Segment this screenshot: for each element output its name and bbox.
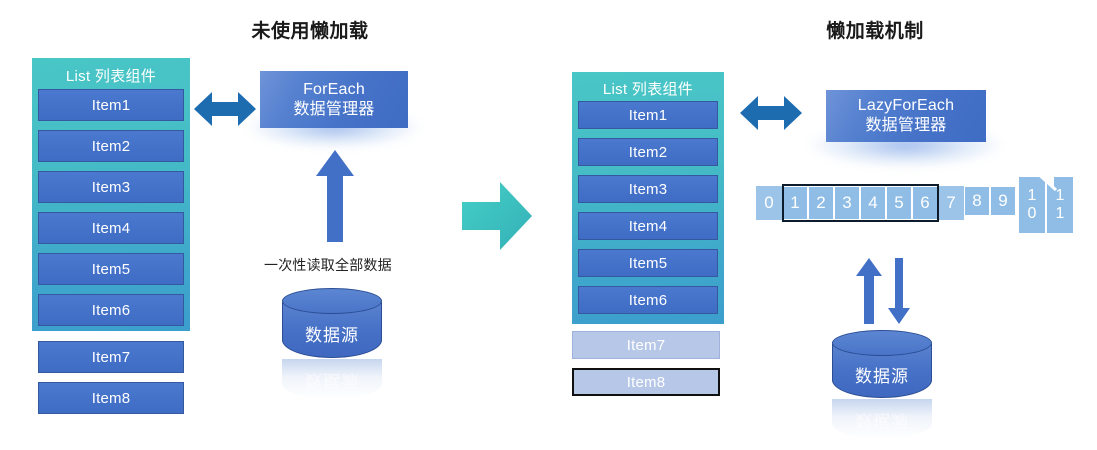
list-item-pending[interactable]: Item7 xyxy=(572,331,720,359)
list-item[interactable]: Item6 xyxy=(578,286,718,314)
list-item[interactable]: Item1 xyxy=(578,101,718,129)
foreach-manager-line2: 数据管理器 xyxy=(293,100,375,118)
index-cell[interactable]: 9 xyxy=(990,186,1016,216)
list-item[interactable]: Item7 xyxy=(38,341,184,373)
up-arrow-icon xyxy=(856,258,882,324)
list-item[interactable]: Item8 xyxy=(38,382,184,414)
list-item[interactable]: Item1 xyxy=(38,89,184,121)
list-item[interactable]: Item2 xyxy=(578,138,718,166)
list-item-pending[interactable]: Item8 xyxy=(572,368,720,396)
index-cell[interactable]: 8 xyxy=(964,186,990,216)
list-item[interactable]: Item4 xyxy=(578,212,718,240)
list-item[interactable]: Item4 xyxy=(38,212,184,244)
double-headed-horizontal-arrow-icon xyxy=(740,92,802,134)
cylinder-reflection-label: 数据源 xyxy=(855,411,909,430)
cylinder-top xyxy=(282,288,382,314)
foreach-manager[interactable]: ForEach 数据管理器 xyxy=(246,71,422,149)
lazyforeach-manager-line2: 数据管理器 xyxy=(865,117,947,134)
foreach-manager-box[interactable]: ForEach 数据管理器 xyxy=(260,71,408,128)
index-cell[interactable]: 4 xyxy=(860,186,886,220)
list-item[interactable]: Item3 xyxy=(578,175,718,203)
cylinder-reflection xyxy=(832,399,932,439)
right-block-arrow-icon xyxy=(462,182,532,250)
left-caption: 一次性读取全部数据 xyxy=(264,257,392,273)
lazyforeach-manager-box[interactable]: LazyForEach 数据管理器 xyxy=(826,90,986,142)
down-arrow-icon xyxy=(888,258,910,324)
lazyforeach-manager[interactable]: LazyForEach 数据管理器 xyxy=(808,90,1004,168)
right-database-label: 数据源 xyxy=(855,367,909,386)
cylinder-top xyxy=(832,330,932,356)
list-item[interactable]: Item5 xyxy=(38,253,184,285)
index-cell[interactable]: 5 xyxy=(886,186,912,220)
index-cell[interactable]: 0 xyxy=(756,186,782,220)
index-cell[interactable]: 6 xyxy=(912,186,938,220)
right-panel-title: 懒加载机制 xyxy=(826,21,924,42)
double-headed-horizontal-arrow-icon xyxy=(194,88,256,130)
right-list-component: List 列表组件 Item1 Item2 Item3 Item4 Item5 … xyxy=(572,72,724,397)
index-cell[interactable]: 3 xyxy=(834,186,860,220)
index-cell[interactable]: 7 xyxy=(938,186,964,220)
up-arrow-icon xyxy=(316,150,354,242)
left-database-cylinder: 数据源 数据源 xyxy=(282,288,382,399)
right-list-header: List 列表组件 xyxy=(602,81,694,98)
list-item[interactable]: Item5 xyxy=(578,249,718,277)
list-item[interactable]: Item6 xyxy=(38,294,184,326)
cylinder-reflection-label: 数据源 xyxy=(305,371,359,390)
left-panel-title: 未使用懒加载 xyxy=(251,21,369,42)
left-list-header: List 列表组件 xyxy=(65,68,157,85)
cylinder-reflection xyxy=(282,359,382,399)
index-cell[interactable]: 2 xyxy=(808,186,834,220)
foreach-manager-line1: ForEach xyxy=(303,80,365,98)
right-database-cylinder: 数据源 数据源 xyxy=(832,330,932,442)
index-cell[interactable]: 1 xyxy=(782,186,808,220)
left-database-label: 数据源 xyxy=(305,326,359,345)
list-item[interactable]: Item3 xyxy=(38,171,184,203)
list-item[interactable]: Item2 xyxy=(38,130,184,162)
lazyforeach-manager-line1: LazyForEach xyxy=(857,97,955,115)
left-list-component: List 列表组件 Item1 Item2 Item3 Item4 Item5 … xyxy=(32,58,190,414)
